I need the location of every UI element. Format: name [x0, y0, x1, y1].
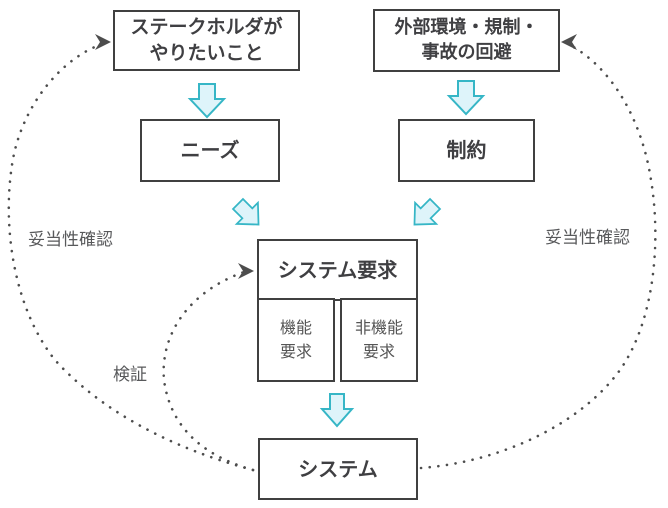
functional-requirements-box: 機能 要求	[257, 298, 335, 382]
system-box: システム	[258, 438, 418, 500]
arrowhead-left-icon	[561, 34, 577, 50]
flow-arrow-constraints-to-sysreq	[413, 197, 442, 226]
arrowhead-right-icon	[95, 34, 111, 50]
flow-arrow-external-to-constraints	[446, 80, 486, 116]
stakeholder-box-line2: やりたいこと	[149, 41, 264, 64]
non-functional-box-line2: 要求	[362, 342, 395, 361]
system-box-label: システム	[298, 456, 378, 481]
constraints-box: 制約	[398, 119, 535, 182]
needs-box-label: ニーズ	[180, 138, 240, 162]
external-box-line2: 事故の回避	[421, 41, 512, 63]
functional-box-line1: 機能	[279, 318, 312, 337]
verification-curve	[162, 263, 255, 472]
external-environment-box: 外部環境・規制・ 事故の回避	[373, 9, 560, 72]
system-requirements-box: システム要求	[257, 239, 418, 301]
flow-arrow-sysreq-to-system	[319, 393, 355, 428]
constraints-box-label: 制約	[446, 138, 487, 162]
validation-right-label: 妥当性確認	[545, 228, 630, 248]
needs-box: ニーズ	[140, 119, 280, 182]
external-box-line1: 外部環境・規制・	[394, 17, 539, 39]
stakeholder-box-line1: ステークホルダが	[130, 15, 283, 38]
functional-box-line2: 要求	[279, 342, 312, 361]
non-functional-requirements-box: 非機能 要求	[340, 298, 418, 382]
flow-arrow-needs-to-sysreq	[231, 197, 260, 226]
system-requirements-label: システム要求	[277, 257, 398, 282]
arrowhead-right-icon	[238, 263, 254, 279]
non-functional-box-line1: 非機能	[354, 318, 403, 337]
flow-arrow-stakeholder-to-needs	[187, 83, 227, 119]
validation-right-curve	[419, 34, 657, 470]
validation-left-curve	[7, 34, 255, 472]
verification-label: 検証	[113, 365, 147, 385]
stakeholder-box: ステークホルダが やりたいこと	[113, 10, 300, 71]
validation-left-label: 妥当性確認	[28, 230, 113, 250]
